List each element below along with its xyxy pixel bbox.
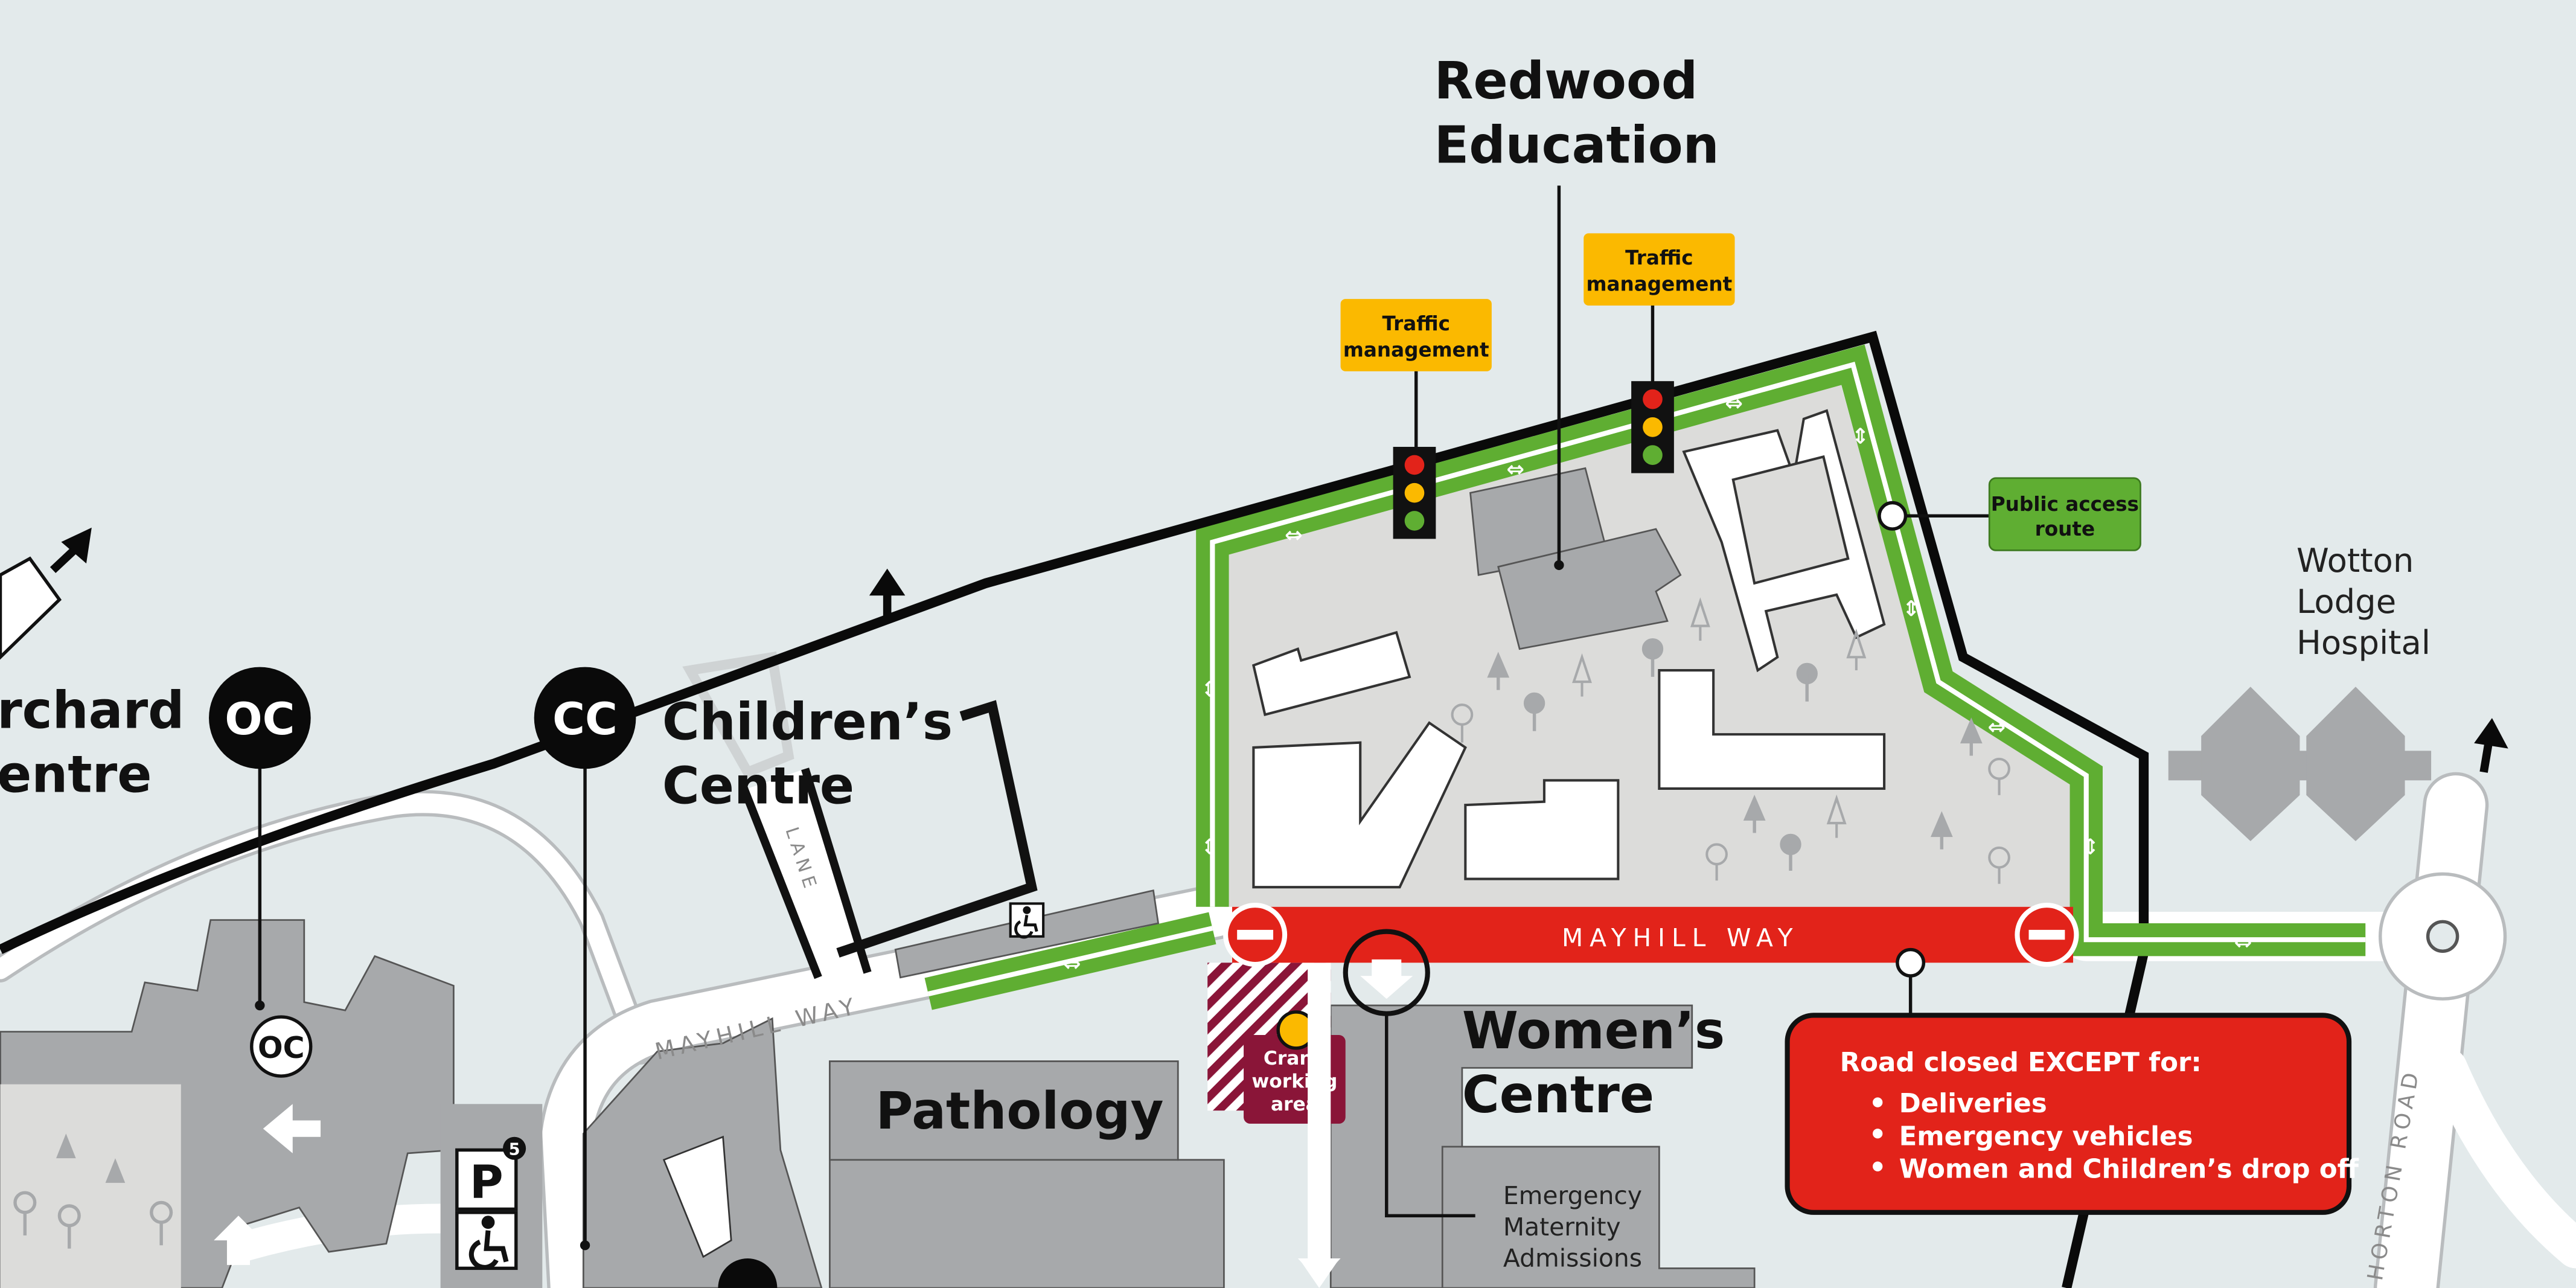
childrens-label-line-2: Centre: [662, 756, 854, 815]
direction-arrow-icons: [50, 527, 2508, 773]
parking-sign-text: P: [470, 1155, 503, 1208]
wotton-label-line-1: Wotton: [2296, 541, 2414, 580]
white-wedge: [662, 1135, 732, 1258]
wotton-label-line-2: Lodge: [2296, 582, 2396, 621]
road-closed-title: Road closed EXCEPT for:: [1840, 1048, 2202, 1078]
entrance-arrow-icon: [1360, 959, 1413, 999]
traffic-management-callout-2: [1584, 233, 1735, 306]
access-lane: [1308, 963, 1331, 1259]
no-entry-icon-left: [1223, 903, 1288, 967]
tree-icons: [1451, 597, 2010, 884]
traffic-callout-2-line-1: Traffic: [1625, 246, 1693, 269]
svg-text:⇕: ⇕: [1201, 678, 1219, 702]
redwood-label-line-2: Education: [1434, 115, 1719, 175]
partial-badge: [718, 1258, 778, 1288]
svg-text:⇕: ⇕: [1852, 425, 1870, 449]
pathology-label-box: [829, 1060, 1179, 1161]
orchard-label-line-1: rchard: [0, 681, 185, 740]
womens-leader-line: [1385, 1013, 1475, 1218]
wotton-lodge-building: [2168, 687, 2432, 841]
orchard-centre-building: [0, 919, 455, 1288]
emergency-label-line-1: Emergency: [1503, 1181, 1642, 1210]
traffic-light-icon-1: [1393, 447, 1436, 539]
mayhill-way-red-label: MAYHILL WAY: [1562, 923, 1799, 952]
wotton-label-line-3: Hospital: [2296, 623, 2431, 662]
public-access-marker: [1878, 501, 1908, 531]
emergency-label-line-3: Admissions: [1503, 1244, 1642, 1273]
cc-badge: [534, 667, 636, 769]
road-closed-callout: [1785, 1013, 2352, 1215]
svg-text:⇕: ⇕: [1201, 835, 1219, 860]
top-left-white-road: [0, 556, 62, 660]
site-buildings: [1251, 409, 1886, 889]
public-access-line-1: Public access: [1991, 493, 2139, 516]
emergency-label-line-2: Maternity: [1503, 1213, 1621, 1242]
oc-building-badge: [250, 1015, 313, 1078]
womens-label-line-2: Centre: [1462, 1065, 1654, 1124]
svg-text:⇔: ⇔: [1063, 952, 1081, 976]
public-access-line-2: route: [2035, 517, 2095, 540]
site-grey-buildings: [1469, 467, 1682, 650]
road-closed-item-3: Women and Children’s drop off: [1899, 1155, 2359, 1185]
traffic-management-callout-1: [1340, 299, 1492, 371]
childrens-centre-outline: [836, 700, 1038, 958]
parking-sign[interactable]: [455, 1148, 518, 1211]
traffic-callout-1-line-2: management: [1343, 338, 1489, 361]
svg-text:⇔: ⇔: [1988, 715, 2006, 740]
orchard-arrow-up-icon: [214, 1216, 263, 1265]
road-closed-marker: [1896, 947, 1926, 978]
svg-text:⇕: ⇕: [2082, 835, 2100, 860]
svg-text:⇔: ⇔: [2234, 931, 2252, 955]
public-access-callout: [1988, 477, 2141, 551]
childrens-label-line-1: Children’s: [662, 692, 953, 751]
parking-number-badge: [503, 1136, 526, 1160]
no-entry-icon-right: [2015, 903, 2079, 967]
road-closed-item-1: Deliveries: [1899, 1089, 2047, 1119]
roundabout-island: [2426, 920, 2459, 953]
traffic-callout-1-line-1: Traffic: [1382, 312, 1450, 335]
oc-badge: [209, 667, 311, 769]
pathology-label: Pathology: [876, 1081, 1164, 1141]
redwood-leader-dot: [1554, 560, 1564, 571]
redwood-label-line-1: Redwood: [1434, 51, 1698, 111]
lane-road: [682, 651, 872, 982]
orchard-arrow-icon: [263, 1104, 321, 1153]
accessible-icon-small: [1014, 906, 1038, 939]
traffic-light-icon-2: [1631, 381, 1674, 473]
cc-badge-text: CC: [552, 694, 618, 745]
site-boundary: [0, 330, 2149, 1288]
parking-number-text: 5: [509, 1141, 520, 1159]
svg-text:⇔: ⇔: [1285, 523, 1303, 548]
public-access-route: [924, 344, 2366, 1010]
svg-text:⇔: ⇔: [1506, 457, 1524, 482]
down-arrow-bottom-icon: [1301, 1261, 1338, 1288]
traffic-callout-2-line-2: management: [1587, 273, 1733, 296]
road-closed-item-2: Emergency vehicles: [1899, 1121, 2193, 1152]
womens-label-line-1: Women’s: [1462, 1001, 1725, 1060]
accessible-icon: [468, 1216, 509, 1270]
oc-badge-text: OC: [225, 694, 295, 745]
oc-building-badge-text: OC: [258, 1031, 305, 1065]
svg-text:⇔: ⇔: [1725, 391, 1743, 416]
svg-text:⇕: ⇕: [1902, 597, 1920, 621]
orchard-label-line-2: entre: [0, 745, 152, 804]
route-direction-arrows: ⇕ ⇕ ⇔ ⇔ ⇔ ⇕ ⇕ ⇔ ⇕ ⇔ ⇔: [1063, 391, 2252, 976]
